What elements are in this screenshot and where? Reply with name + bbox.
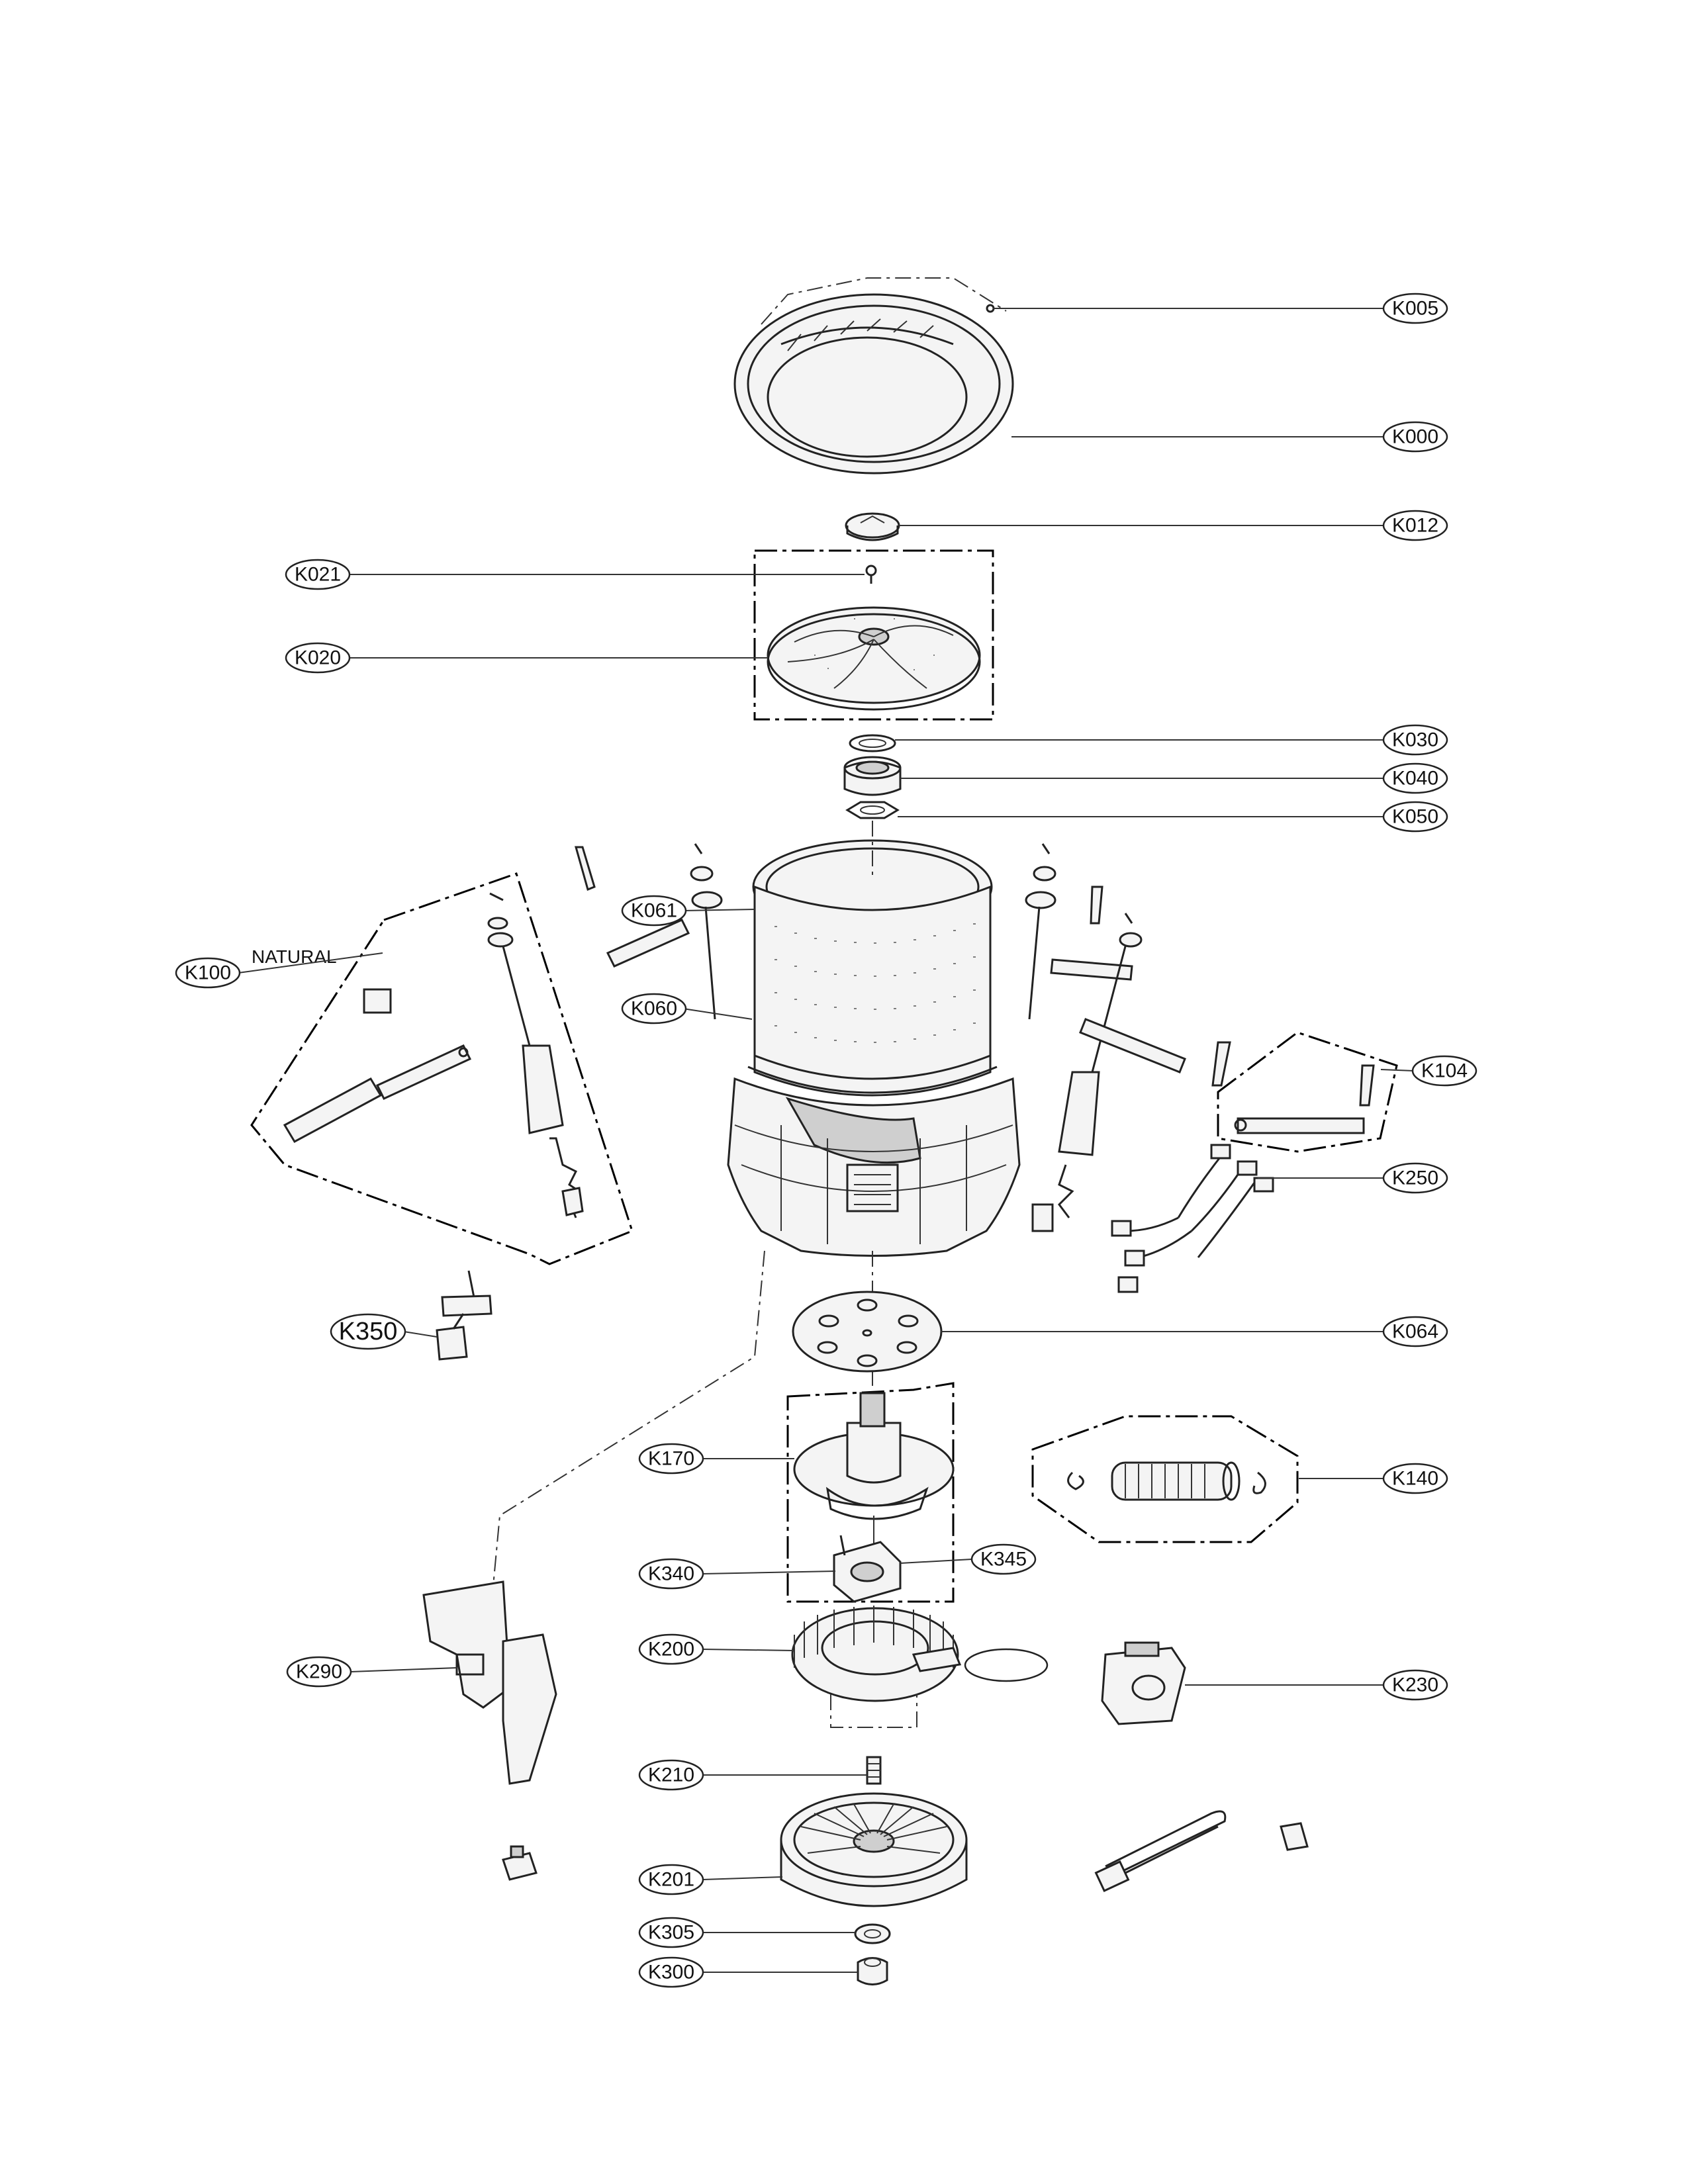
callout-k012: K012 — [1382, 510, 1448, 541]
callout-k030: K030 — [1382, 724, 1448, 756]
sensor-k350 — [436, 1270, 492, 1361]
svg-text:K000: K000 — [1392, 426, 1438, 448]
damper-right-group — [1217, 1031, 1398, 1153]
svg-text:K201: K201 — [648, 1869, 694, 1891]
callout-k230: K230 — [1382, 1669, 1448, 1701]
suspension-rod-left — [487, 892, 584, 1218]
svg-text:K020: K020 — [295, 647, 341, 669]
callout-k020: K020 — [285, 642, 351, 674]
callout-k100: K100 — [175, 957, 241, 989]
svg-text:K030: K030 — [1392, 729, 1438, 751]
svg-text:K345: K345 — [980, 1549, 1027, 1570]
callout-k290: K290 — [286, 1656, 352, 1688]
svg-text:K250: K250 — [1392, 1167, 1438, 1189]
tub-assembly — [727, 839, 1021, 1257]
stator-k200 — [791, 1606, 962, 1728]
callout-k040: K040 — [1382, 762, 1448, 794]
note-natural: NATURAL — [252, 946, 337, 967]
callout-k050: K050 — [1382, 801, 1448, 833]
bracket-k290 — [422, 1580, 557, 1785]
screw-k005 — [986, 304, 995, 313]
axis-line-k290 — [489, 1250, 765, 1622]
svg-text:K060: K060 — [631, 998, 677, 1020]
svg-text:K104: K104 — [1421, 1060, 1468, 1082]
svg-text:K230: K230 — [1392, 1674, 1438, 1696]
callout-k300: K300 — [638, 1956, 704, 1988]
bearing-cover-k064 — [792, 1291, 943, 1373]
svg-text:K350: K350 — [339, 1318, 398, 1345]
bearing-housing-group — [786, 1382, 955, 1603]
hall-sensor — [833, 1535, 902, 1603]
svg-text:K340: K340 — [648, 1563, 694, 1585]
callout-k200: K200 — [638, 1633, 704, 1665]
cap-k012 — [845, 512, 900, 541]
callout-k140: K140 — [1382, 1463, 1448, 1494]
drain-pump-k230 — [1101, 1641, 1186, 1725]
suspension-left-group — [250, 843, 723, 1265]
screw-k210 — [866, 1756, 882, 1785]
nut-k300 — [857, 1957, 888, 1985]
callout-k201: K201 — [638, 1864, 704, 1895]
callout-k345: K345 — [970, 1543, 1037, 1575]
svg-text:K305: K305 — [648, 1922, 694, 1944]
svg-text:K012: K012 — [1392, 515, 1438, 537]
pulsator-k020 — [767, 606, 981, 711]
svg-text:K040: K040 — [1392, 768, 1438, 790]
leader-lines — [238, 308, 1415, 1973]
callout-k170: K170 — [638, 1443, 704, 1475]
callout-k061: K061 — [621, 895, 687, 927]
suspension-right — [1025, 843, 1231, 1232]
callout-k305: K305 — [638, 1917, 704, 1948]
callout-k005: K005 — [1382, 293, 1448, 324]
heater-element — [1094, 1810, 1227, 1893]
svg-text:K050: K050 — [1392, 806, 1438, 828]
callout-k210: K210 — [638, 1759, 704, 1791]
damper-left — [283, 988, 472, 1143]
svg-text:K005: K005 — [1392, 298, 1438, 320]
svg-text:K290: K290 — [296, 1661, 342, 1683]
rotor-k201 — [780, 1792, 968, 1907]
suspension-rod-center-left — [575, 843, 723, 1020]
callout-k250: K250 — [1382, 1162, 1448, 1194]
nut-k040 — [843, 756, 902, 796]
svg-text:K140: K140 — [1392, 1468, 1438, 1490]
callout-k350: K350 — [330, 1313, 406, 1350]
washer-k030 — [849, 734, 896, 752]
svg-text:K021: K021 — [295, 564, 341, 586]
washer-k305 — [854, 1923, 891, 1944]
clip-lower-left — [502, 1845, 538, 1881]
svg-text:K300: K300 — [648, 1962, 694, 1983]
callout-k060: K060 — [621, 993, 687, 1024]
svg-text:K061: K061 — [631, 900, 677, 922]
screw-k021 — [865, 565, 877, 584]
callout-k021: K021 — [285, 559, 351, 590]
callout-k340: K340 — [638, 1558, 704, 1590]
svg-text:K170: K170 — [648, 1448, 694, 1470]
tub-cover — [733, 277, 1014, 475]
wire-harness — [1111, 1144, 1274, 1293]
svg-text:K064: K064 — [1392, 1321, 1438, 1343]
callout-blank — [964, 1648, 1049, 1682]
callout-k000: K000 — [1382, 421, 1448, 453]
svg-text:K210: K210 — [648, 1764, 694, 1786]
callout-k104: K104 — [1411, 1055, 1477, 1087]
clip-lower-right — [1280, 1822, 1309, 1851]
svg-text:K100: K100 — [185, 962, 231, 984]
washer-k050 — [845, 801, 900, 819]
svg-text:K200: K200 — [648, 1639, 694, 1661]
pulsator-group — [753, 549, 994, 721]
callout-k064: K064 — [1382, 1316, 1448, 1347]
drain-hose-group — [1031, 1415, 1299, 1543]
